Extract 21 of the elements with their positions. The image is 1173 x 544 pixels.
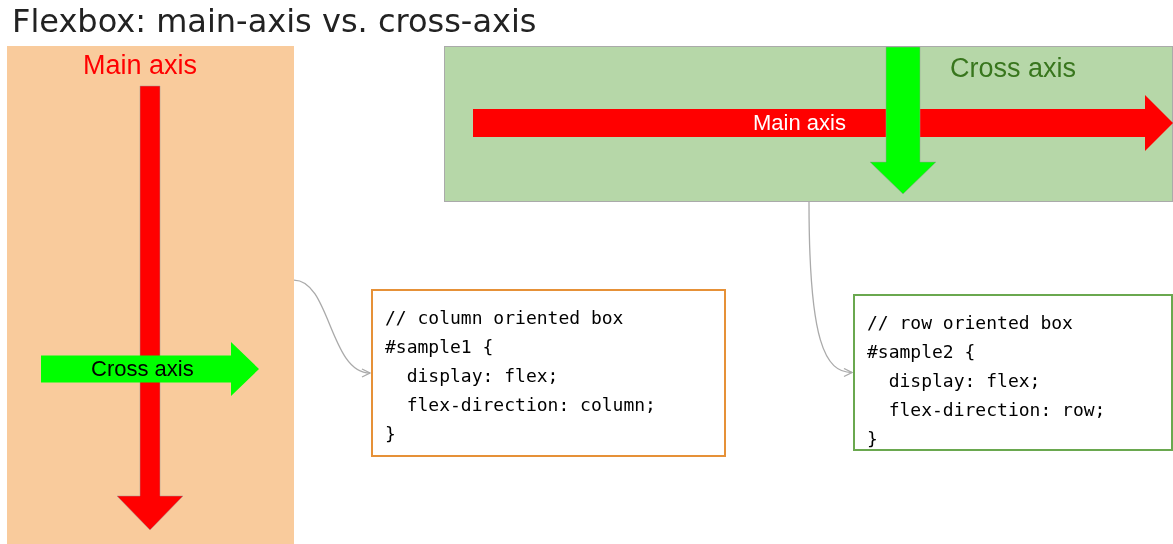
connector-arrow xyxy=(808,201,853,377)
code-line: // row oriented box xyxy=(867,311,1073,335)
code-line: // column oriented box xyxy=(385,306,624,330)
code-line: display: flex; xyxy=(405,364,559,388)
code-box xyxy=(853,294,1173,451)
axis-label: Main axis xyxy=(83,50,198,81)
connector-arrow xyxy=(293,279,371,376)
code-line: #sample2 { xyxy=(867,340,976,364)
code-line: #sample1 { xyxy=(385,335,494,359)
code-line: flex-direction: column; xyxy=(405,393,656,417)
column-panel xyxy=(7,46,294,544)
row-panel xyxy=(444,46,1173,202)
code-line: display: flex; xyxy=(887,369,1041,393)
axis-label: Cross axis xyxy=(950,53,1077,84)
code-box xyxy=(371,289,726,457)
code-line: } xyxy=(867,427,878,451)
axis-label: Cross axis xyxy=(91,356,194,382)
code-line: } xyxy=(385,422,396,446)
code-line: flex-direction: row; xyxy=(887,398,1106,422)
slide-title: Flexbox: main-axis vs. cross-axis xyxy=(12,2,537,40)
axis-label: Main axis xyxy=(753,110,846,136)
